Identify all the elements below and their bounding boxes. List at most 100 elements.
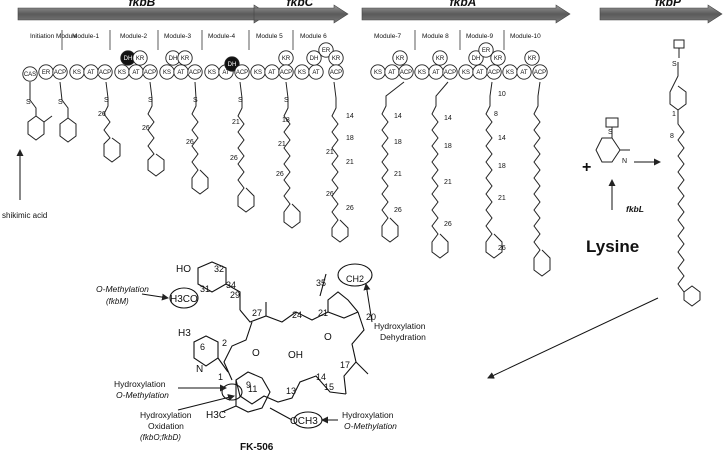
- domain-er-circle: [318, 42, 334, 58]
- domain-label: AT: [222, 70, 230, 76]
- omethyl-9-label: O-Methylation: [116, 390, 169, 400]
- atom-s: S: [58, 99, 63, 106]
- module-label: Module-1: [72, 33, 99, 40]
- carbon-number: 18: [346, 135, 354, 142]
- ring-position: 32: [214, 264, 224, 274]
- carbon-number: 26: [326, 191, 334, 198]
- ring-position: 6: [200, 342, 205, 352]
- domain-label: AT: [520, 70, 528, 76]
- domain-label: KS: [118, 70, 126, 76]
- domain-acp-circle: [278, 64, 294, 80]
- bond: [217, 357, 229, 373]
- carbon-number: 21: [444, 179, 452, 186]
- carbon-number: 14: [394, 113, 402, 120]
- domain-label: KR: [282, 56, 291, 62]
- domain-acp-circle: [442, 64, 458, 80]
- intermediate-m8: [381, 81, 405, 243]
- ring-position: 9: [246, 380, 251, 390]
- domain-acp-circle: [142, 64, 158, 80]
- annotations: O-Methylation (fkbM) Hydroxylation Dehyd…: [96, 284, 426, 453]
- carbon-number: 18: [394, 139, 402, 146]
- omethyl-label: O-Methylation: [96, 284, 149, 294]
- enzyme-box: [605, 117, 619, 128]
- fk506-structure: [169, 261, 373, 429]
- domain-dh-circle: [306, 50, 322, 66]
- atom-s: S: [104, 97, 109, 104]
- domain-label: KS: [163, 70, 171, 76]
- plus-sign: +: [582, 159, 591, 176]
- carbon-number: 21: [346, 159, 354, 166]
- product-chain: [677, 110, 685, 293]
- intermediate-m5: [237, 81, 255, 213]
- domain-label: AT: [132, 70, 140, 76]
- carbon-number: 8: [494, 111, 498, 118]
- carbon-number: 26: [346, 205, 354, 212]
- domain-label: KS: [506, 70, 514, 76]
- gene-label: fkbC: [287, 0, 314, 9]
- carbon-number: 26: [230, 155, 238, 162]
- methyl-bond: [355, 361, 369, 375]
- domain-label: DH: [472, 56, 481, 62]
- domain-label: DH: [228, 62, 237, 68]
- domain-label: ACP: [144, 70, 156, 76]
- macrocycle-right: [343, 311, 365, 395]
- module-label: Module 5: [256, 33, 283, 40]
- domain-label: KR: [436, 56, 445, 62]
- methoxy-bond: [269, 407, 293, 421]
- ring-position: 24: [292, 310, 302, 320]
- ring-position: 11: [248, 384, 257, 394]
- carbon-number: 26: [98, 111, 106, 118]
- macrocycle-top: [239, 309, 359, 323]
- domain-cas-circle: [22, 66, 38, 82]
- atom-ho: HO: [176, 264, 191, 275]
- atom-h3co: H3CO: [170, 294, 198, 305]
- domain-label: ACP: [236, 70, 248, 76]
- atom-s: S: [193, 97, 198, 104]
- domain-label: ACP: [400, 70, 412, 76]
- intermediate-m3: [147, 81, 165, 177]
- chain-numbers: 2626262621261821262114182126141821268141…: [98, 91, 676, 252]
- product-cyclohexyl: [683, 285, 701, 307]
- ring-position: 21: [318, 308, 328, 318]
- oxidation-label: Oxidation: [148, 421, 184, 431]
- domain-kr-circle: [432, 50, 448, 66]
- fk506-atoms: HO H3CO H3 CH2 OCH3 H3C OH N O O: [170, 264, 364, 427]
- atom-och3: OCH3: [290, 416, 318, 427]
- atom-s: S: [148, 97, 153, 104]
- fkbO-fkbD-label: (fkbO;fkbD): [140, 433, 181, 442]
- atom-labels: S S S S S S S S S N: [26, 61, 677, 165]
- pipecolate-ring: [595, 137, 621, 163]
- gene-arrow: [361, 4, 571, 24]
- carbon-number: 26: [186, 139, 194, 146]
- intermediate-m9: [431, 81, 449, 259]
- carbon-number: 14: [346, 113, 354, 120]
- atom-s: S: [284, 97, 289, 104]
- hydroxylation-13-label: Hydroxylation: [342, 410, 394, 420]
- domain-label: AT: [312, 70, 320, 76]
- atom-o: O: [324, 332, 332, 343]
- carbon-number: 21: [326, 149, 334, 156]
- module-label: Initiation Module: [30, 33, 78, 40]
- carbon-number: 21: [278, 141, 286, 148]
- domain-label: KS: [418, 70, 426, 76]
- omethyl-13-label: O-Methylation: [344, 421, 397, 431]
- carbon-number: 26: [394, 207, 402, 214]
- domain-at-circle: [516, 64, 532, 80]
- fk506-label: FK-506: [240, 442, 274, 453]
- carbon-number: 21: [232, 119, 240, 126]
- domain-label: KR: [396, 56, 405, 62]
- lysine-label: Lysine: [586, 237, 639, 256]
- carbon-number: 21: [498, 195, 506, 202]
- domain-er-circle: [478, 42, 494, 58]
- hydroxylation-9-label: Hydroxylation: [114, 379, 166, 389]
- domain-acp-circle: [234, 64, 250, 80]
- domain-label: KR: [528, 56, 537, 62]
- annotation-arrows: [141, 283, 373, 424]
- domain-acp-circle: [97, 64, 113, 80]
- carbon-number: 14: [444, 115, 452, 122]
- gene-label: fkbA: [450, 0, 477, 9]
- arrow-hydroxylation-dehydration: [363, 283, 373, 323]
- domain-label: KS: [462, 70, 470, 76]
- domain-kr-circle: [392, 50, 408, 66]
